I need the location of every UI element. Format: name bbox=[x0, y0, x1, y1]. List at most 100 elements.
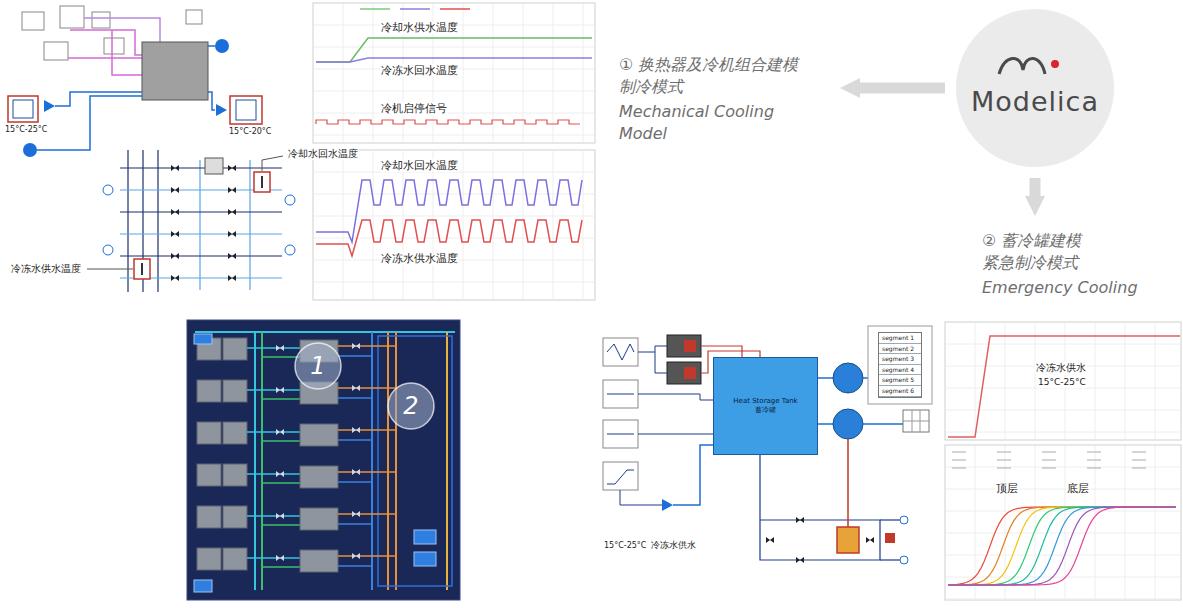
legend-line bbox=[1087, 460, 1101, 461]
pipe bbox=[863, 423, 903, 425]
legend-line bbox=[1042, 468, 1056, 469]
grid-line bbox=[975, 323, 976, 439]
component-icon bbox=[60, 6, 84, 28]
valve-symbol bbox=[352, 553, 360, 559]
grid-line bbox=[1035, 446, 1036, 599]
pipe bbox=[208, 45, 215, 47]
grid-line bbox=[946, 467, 1180, 468]
pipe bbox=[387, 332, 389, 590]
chiller-schematic bbox=[8, 6, 295, 292]
callout-frame bbox=[230, 96, 262, 124]
data-line bbox=[948, 507, 1176, 585]
grid-line bbox=[946, 533, 1180, 534]
annotation-label: 15°C-20°C bbox=[228, 127, 272, 137]
valve-symbol bbox=[171, 275, 179, 281]
grid-line bbox=[314, 91, 594, 92]
valve-symbol bbox=[228, 209, 236, 215]
map-mark bbox=[684, 367, 696, 379]
logo-dot bbox=[1051, 60, 1059, 68]
leader-line bbox=[87, 269, 133, 270]
pipe bbox=[338, 513, 396, 515]
legend-line bbox=[1132, 468, 1146, 469]
wire bbox=[880, 519, 900, 520]
source-block bbox=[603, 462, 638, 490]
pipe bbox=[247, 515, 300, 517]
map-block bbox=[667, 362, 701, 384]
valve-symbol bbox=[276, 555, 284, 561]
grid-line bbox=[1005, 446, 1006, 599]
chart-panel bbox=[313, 150, 595, 300]
pipe bbox=[247, 431, 300, 433]
chart-panel bbox=[313, 3, 595, 143]
pipe bbox=[338, 397, 372, 399]
map-mark bbox=[684, 340, 696, 352]
wire bbox=[638, 434, 713, 435]
annotation-label: 冷冻水供水 bbox=[1035, 362, 1087, 374]
valve-symbol bbox=[352, 469, 360, 475]
pipe bbox=[247, 389, 300, 391]
flow-arrow bbox=[860, 83, 945, 94]
pipe bbox=[863, 377, 868, 379]
pipe bbox=[262, 524, 300, 526]
logo-circle: Modelica bbox=[955, 8, 1115, 168]
pipe bbox=[195, 331, 455, 333]
valve-symbol bbox=[766, 537, 774, 543]
wire bbox=[760, 455, 880, 560]
annotation-label: 顶层 bbox=[995, 482, 1019, 495]
port-symbol bbox=[900, 556, 908, 564]
sensor-frame bbox=[254, 172, 270, 192]
callout-frame bbox=[8, 96, 38, 122]
data-line bbox=[316, 58, 592, 62]
pipe bbox=[262, 566, 300, 568]
chiller-unit bbox=[300, 424, 338, 446]
pipe bbox=[338, 345, 396, 347]
callout-number: 2 bbox=[387, 382, 435, 430]
flow-arrow bbox=[1030, 178, 1041, 196]
annotation-label: 冷冻水供水温度 bbox=[10, 263, 82, 275]
callout-number: 1 bbox=[294, 342, 342, 390]
pipe bbox=[338, 439, 372, 441]
wire bbox=[620, 490, 662, 505]
grid-line bbox=[1095, 446, 1096, 599]
hmi-frame bbox=[378, 336, 452, 586]
grid-line bbox=[373, 151, 374, 299]
legend-line bbox=[997, 460, 1011, 461]
signal-wire bbox=[68, 57, 142, 59]
data-line bbox=[948, 336, 1180, 437]
data-line bbox=[948, 507, 1176, 585]
node-text: 蓄冷罐 bbox=[755, 406, 776, 415]
grid-line bbox=[553, 151, 554, 299]
storage-tank-icon bbox=[837, 527, 859, 553]
grid-line bbox=[1155, 446, 1156, 599]
valve-symbol bbox=[276, 345, 284, 351]
grid-line bbox=[314, 238, 594, 239]
node-text: segment 4 bbox=[879, 365, 921, 376]
block-icon bbox=[607, 394, 634, 395]
component-icon bbox=[104, 38, 124, 54]
cooling-tower bbox=[223, 548, 247, 570]
wire bbox=[638, 394, 713, 400]
source-symbol bbox=[44, 100, 55, 112]
pump-symbol bbox=[833, 409, 863, 439]
valve-symbol bbox=[352, 511, 360, 517]
legend-line bbox=[440, 8, 470, 10]
storage-tank-box: Heat Storage Tank蓄冷罐 bbox=[713, 357, 818, 455]
data-line bbox=[948, 507, 1176, 585]
chart-frame bbox=[313, 150, 595, 300]
block-icon bbox=[607, 470, 634, 484]
cooling-tower bbox=[197, 548, 221, 570]
source-block bbox=[603, 380, 638, 408]
grid-line bbox=[1125, 323, 1126, 439]
boundary-icon bbox=[13, 100, 33, 118]
annotation-label: 冷冻水供水 bbox=[650, 540, 697, 551]
valve-symbol bbox=[228, 275, 236, 281]
circle-shape bbox=[295, 343, 341, 389]
tank-schematic bbox=[603, 326, 932, 564]
grid-line bbox=[463, 151, 464, 299]
pipe bbox=[673, 445, 713, 505]
valve-symbol bbox=[171, 209, 179, 215]
chart-frame bbox=[313, 3, 595, 143]
pipe bbox=[338, 523, 372, 525]
pipe bbox=[262, 440, 300, 442]
wire bbox=[847, 439, 849, 527]
